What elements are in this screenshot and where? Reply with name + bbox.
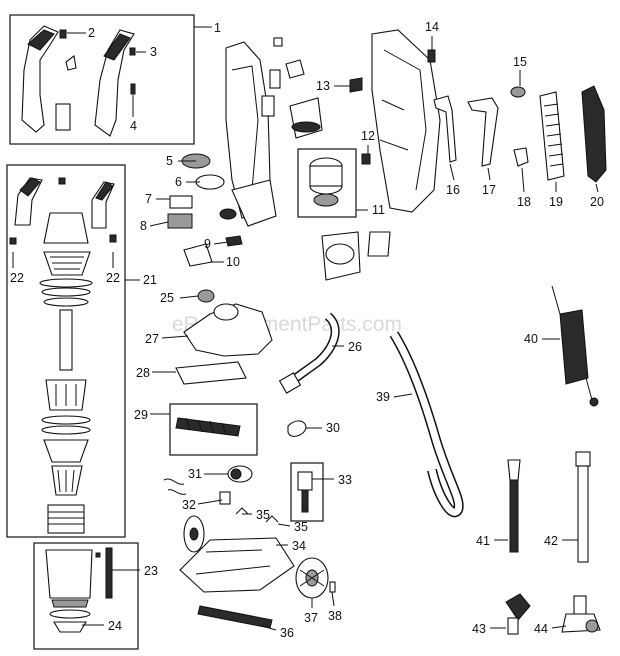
callout-17: 17 <box>482 183 496 197</box>
callout-24: 24 <box>108 619 122 633</box>
callout-11: 11 <box>372 203 385 217</box>
callout-10: 10 <box>226 255 240 269</box>
callout-21: 21 <box>143 273 157 287</box>
callout-9: 9 <box>204 237 211 251</box>
callout-36: 36 <box>280 626 294 640</box>
callout-15: 15 <box>513 55 527 69</box>
handle-halves <box>21 25 136 137</box>
callout-32: 32 <box>182 498 196 512</box>
callout-35-upper: 35 <box>256 508 270 522</box>
callout-41: 41 <box>476 534 490 548</box>
callout-26: 26 <box>348 340 362 354</box>
motor-box <box>297 148 357 218</box>
callout-7: 7 <box>145 192 152 206</box>
callout-20: 20 <box>590 195 604 209</box>
callout-16: 16 <box>446 183 460 197</box>
filter-assembly-box <box>33 542 139 650</box>
callout-42: 42 <box>544 534 558 548</box>
callout-37: 37 <box>304 611 318 625</box>
callout-1: 1 <box>214 21 221 35</box>
callout-2: 2 <box>88 26 95 40</box>
callout-28: 28 <box>136 366 150 380</box>
main-body-parts <box>163 29 607 635</box>
callout-19: 19 <box>549 195 563 209</box>
callout-30: 30 <box>326 421 340 435</box>
callout-14: 14 <box>425 20 439 34</box>
callout-6: 6 <box>175 175 182 189</box>
callout-33: 33 <box>338 473 352 487</box>
callout-40: 40 <box>524 332 538 346</box>
callout-22-left: 22 <box>10 271 24 285</box>
switch-box <box>290 462 324 522</box>
callout-29: 29 <box>134 408 148 422</box>
callout-25: 25 <box>160 291 174 305</box>
callout-35-lower: 35 <box>294 520 308 534</box>
callout-13: 13 <box>316 79 330 93</box>
callout-18: 18 <box>517 195 531 209</box>
leader-lines <box>149 36 599 631</box>
callout-38: 38 <box>328 609 342 623</box>
callout-31: 31 <box>188 467 202 481</box>
handle-assembly-box <box>9 14 195 145</box>
callout-8: 8 <box>140 219 147 233</box>
callout-43: 43 <box>472 622 486 636</box>
callout-4: 4 <box>130 119 137 133</box>
dirt-cup-assembly-box <box>6 164 126 538</box>
callout-39: 39 <box>376 390 390 404</box>
callout-22-right: 22 <box>106 271 120 285</box>
callout-3: 3 <box>150 45 157 59</box>
filter-parts <box>45 547 113 633</box>
dirt-cup-parts <box>9 177 117 534</box>
callout-34: 34 <box>292 539 306 553</box>
callout-27: 27 <box>145 332 159 346</box>
callout-labels: 1 2 3 4 5 6 7 8 9 10 11 12 13 14 15 16 1… <box>10 20 604 640</box>
callout-12: 12 <box>361 129 375 143</box>
callout-44: 44 <box>534 622 548 636</box>
callout-5: 5 <box>166 154 173 168</box>
callout-23: 23 <box>144 564 158 578</box>
brushroll-box <box>169 403 258 456</box>
